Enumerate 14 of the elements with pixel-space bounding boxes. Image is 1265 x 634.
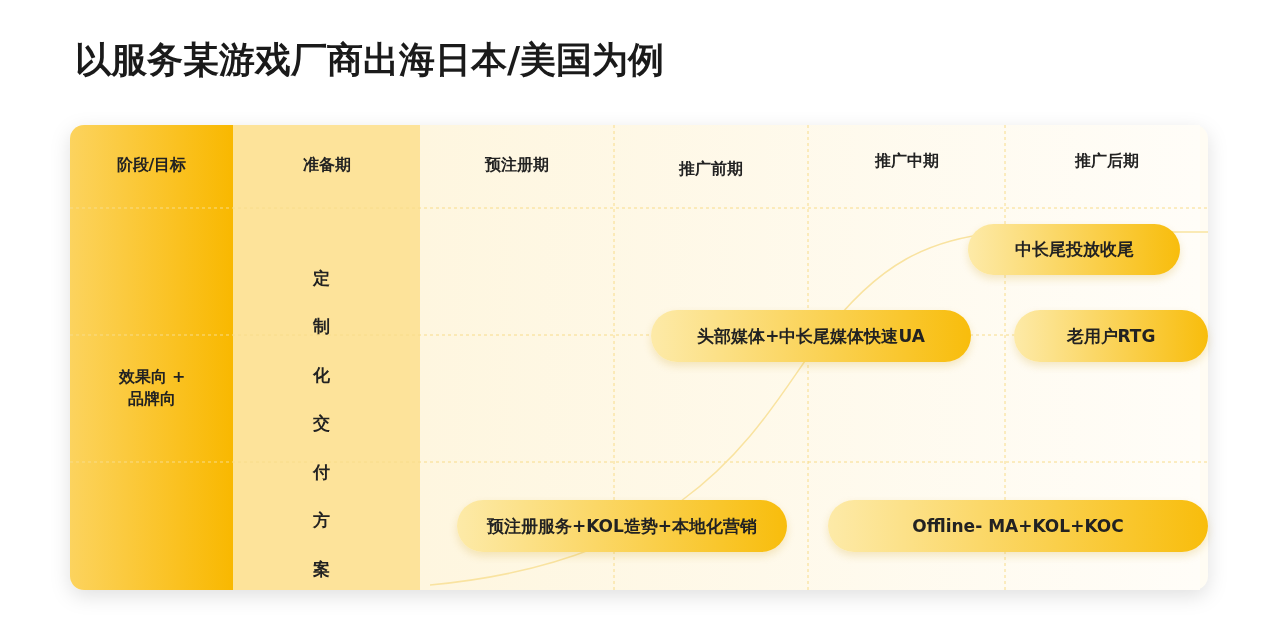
task-pill: Offline- MA+KOL+KOC (828, 500, 1208, 552)
task-pill: 中长尾投放收尾 (968, 224, 1180, 275)
column-header: 准备期 (301, 155, 352, 176)
vertical-text: 定制化交付方案 (313, 267, 330, 581)
task-pill: 预注册服务+KOL造势+本地化营销 (457, 500, 787, 552)
title: 以服务某游戏厂商出海日本/美国为例 (75, 38, 665, 82)
column-header: 推广前期 (677, 159, 744, 180)
task-pill: 头部媒体+中长尾媒体快速UA (651, 310, 971, 362)
row-header: 效果向 + 品牌向 (117, 366, 187, 410)
task-pill: 老用户RTG (1014, 310, 1208, 362)
column-header: 阶段/目标 (115, 155, 188, 176)
column-header: 推广后期 (1073, 151, 1140, 172)
column-header: 推广中期 (873, 151, 940, 172)
column-header: 预注册期 (483, 155, 550, 176)
